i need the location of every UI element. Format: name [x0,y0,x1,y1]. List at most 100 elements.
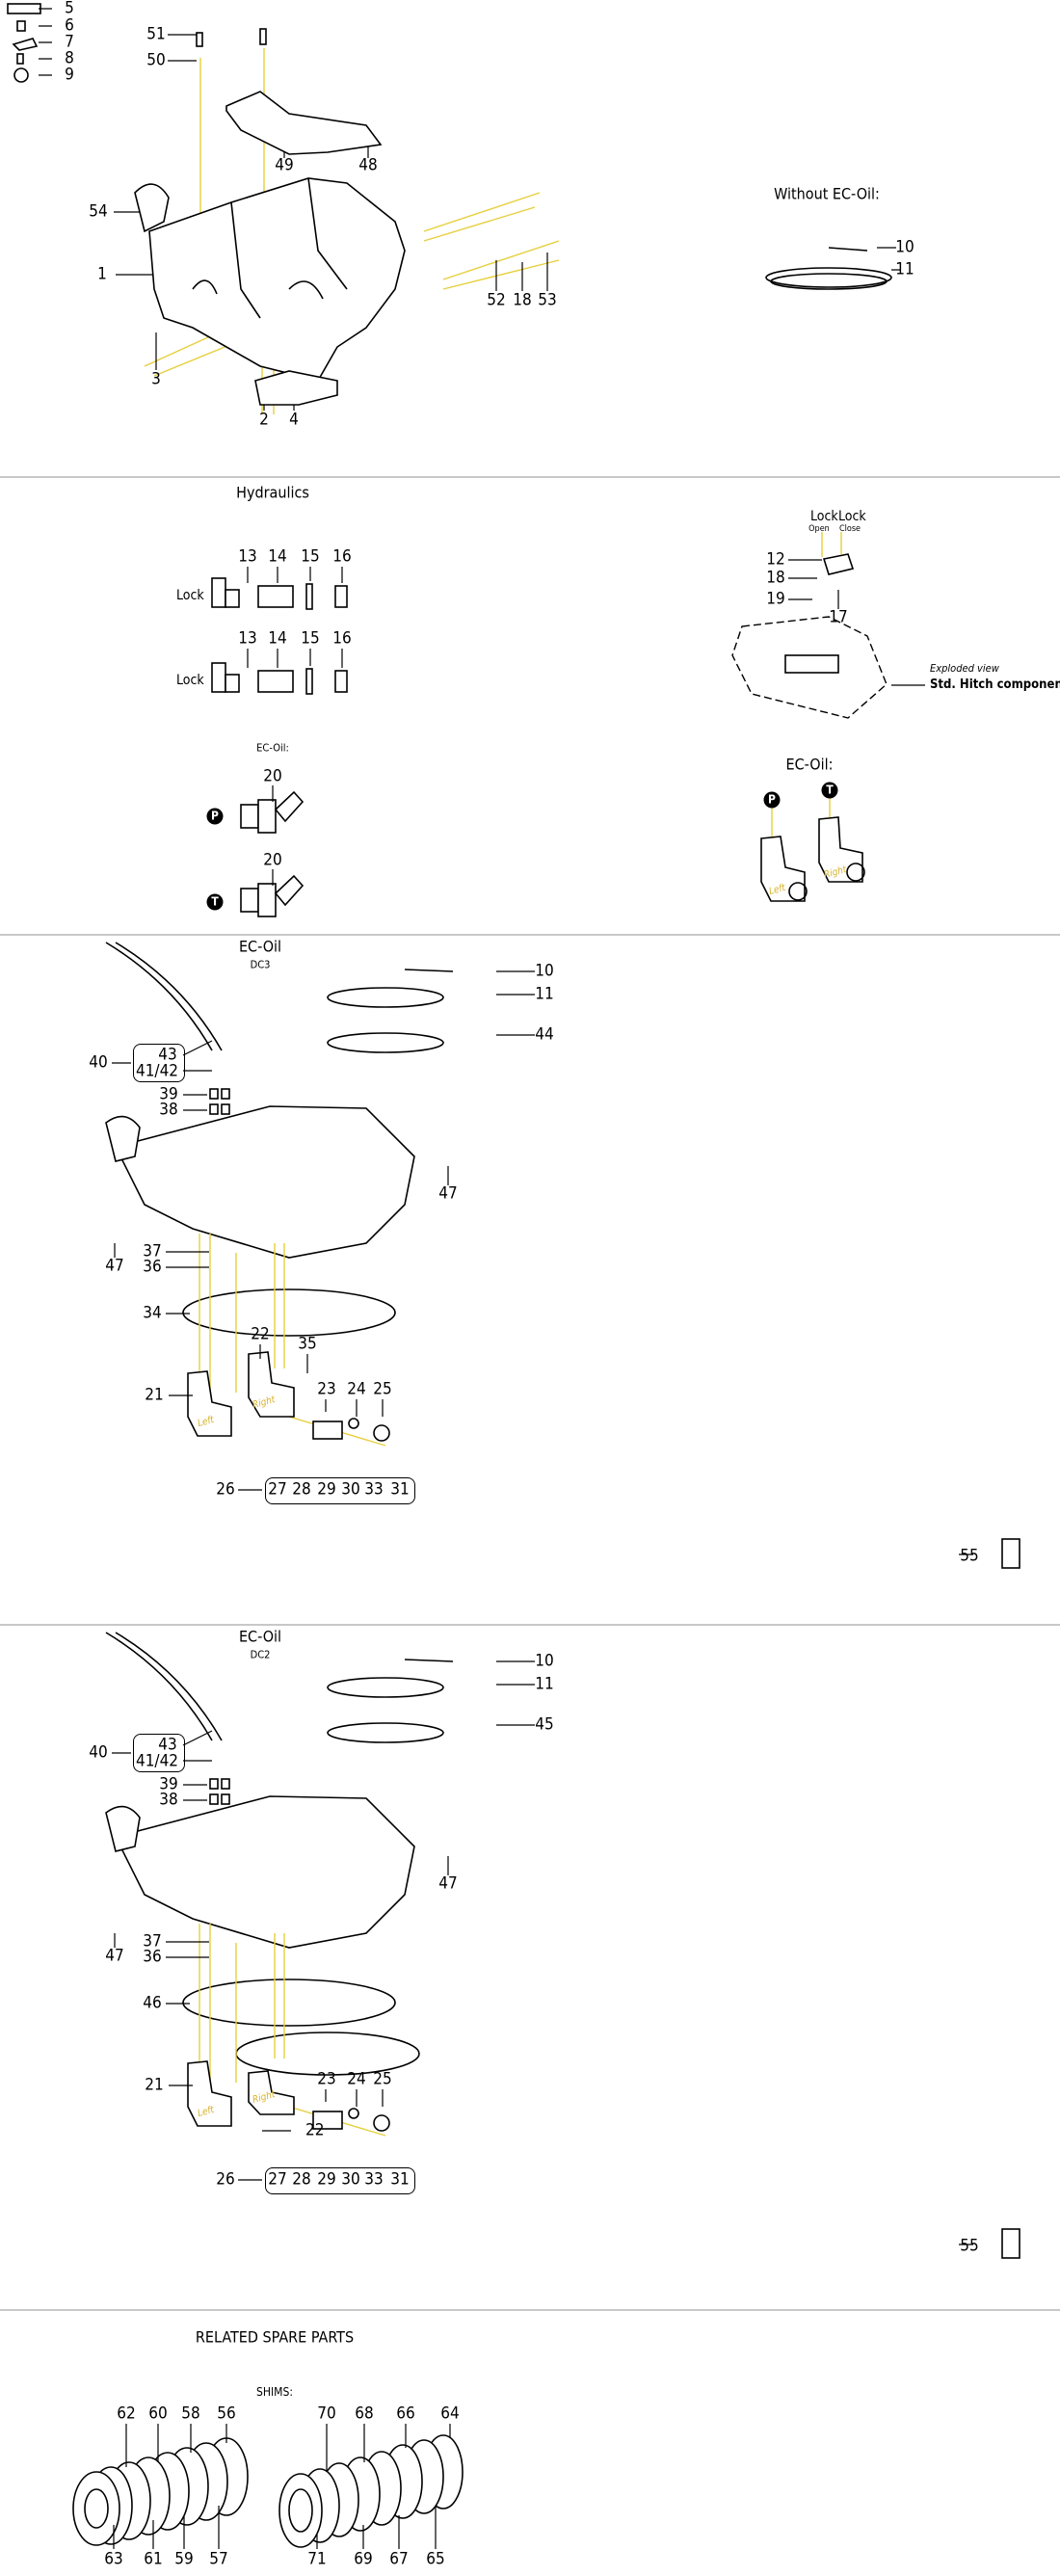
callout-46: 46 [143,1993,162,2013]
fitting-row-1 [211,567,348,610]
callout-18: 18 [513,290,532,310]
right-coupler-shape [248,2070,295,2115]
exploded-view-label: Exploded view [930,662,999,675]
hydraulics-title: Hydraulics [236,483,309,502]
callout-68: 68 [355,2403,374,2424]
callout-47: 47 [438,1873,458,1894]
callout-49: 49 [275,155,294,175]
shims-label: SHIMS: [256,2385,293,2399]
callout-70: 70 [317,2403,336,2424]
callout-24: 24 [347,1379,366,1399]
callout-20: 20 [263,850,282,870]
callout-47: 47 [105,1946,124,1966]
hitch-frame-shape [148,177,406,382]
callout-group-26-box [265,2167,415,2194]
callout-4: 4 [289,410,299,430]
callout-33: 33 [364,1479,384,1500]
ec-oil-title: EC-Oil [238,937,282,956]
ec-oil-title: EC-Oil: [785,755,834,774]
callout-11: 11 [895,259,914,279]
right-coupler-shape [248,1351,295,1418]
callout-31: 31 [390,2169,410,2190]
section-divider [0,1624,1060,1626]
lock-close-sub: Close [838,524,861,534]
callout-2: 2 [259,410,269,430]
callout-35: 35 [298,1334,317,1354]
shim-stack-right [278,2434,464,2548]
callout-11: 11 [535,984,554,1004]
callout-38: 38 [159,1790,178,1810]
part-9-shape [13,67,29,83]
callout-43: 43 [158,1045,177,1065]
callout-67: 67 [389,2549,409,2569]
cable-coil-45-shape [327,1722,444,1743]
section-divider [0,476,1060,478]
callout-5: 5 [65,0,74,18]
callout-29: 29 [317,2169,336,2190]
lock-close-label: Lock [838,509,866,524]
section-hydraulics: Hydraulics Lock 13 14 15 16 Lock 13 14 1… [0,0,1060,934]
callout-25: 25 [373,1379,392,1399]
lock-open-label: Lock [810,509,838,524]
callout-3: 3 [151,369,161,389]
hook-shape [105,1115,141,1162]
part-7-shape [12,38,39,51]
std-hitch-dashed-shape [731,616,888,719]
callout-61: 61 [144,2549,163,2569]
lock-valve-drawing [731,532,925,719]
callout-23: 23 [317,2069,336,2089]
part-8-shape [16,53,24,65]
callout-14: 14 [268,546,287,567]
cable-loop-46-shape [182,1978,396,2027]
callout-6: 6 [65,15,74,36]
callout-26: 26 [216,1479,235,1500]
section-ec-oil-dc3: EC-Oil DC3 10 11 44 40 43 41/42 39 38 47… [89,937,1020,1569]
callout-50: 50 [146,50,166,70]
callout-39: 39 [159,1774,178,1794]
callout-39: 39 [159,1084,178,1104]
callout-28: 28 [292,2169,311,2190]
bolt-shape [259,28,267,45]
callout-55: 55 [960,1546,979,1566]
callout-66: 66 [396,2403,415,2424]
section-ec-oil-dc2: EC-Oil DC2 10 11 45 40 43 41/42 39 38 47… [0,690,1060,2309]
hydraulics-drawing [211,532,925,917]
part-55-shape [1001,1538,1020,1569]
part-23-shape [312,1421,343,1440]
ec-oil-small-label: EC-Oil: [256,741,289,755]
callout-29: 29 [317,1479,336,1500]
ec-oil-title: EC-Oil [238,1627,282,1646]
hose-shape [105,1632,223,1741]
callout-47: 47 [105,1256,124,1276]
callout-10: 10 [535,961,554,981]
callout-37: 37 [143,1931,162,1952]
callout-63: 63 [104,2549,123,2569]
callout-20: 20 [263,766,282,786]
callout-41-42: 41/42 [135,1061,179,1081]
bracket-shape [254,370,338,406]
callout-40: 40 [89,1742,108,1763]
callout-54: 54 [89,201,108,222]
cable-coil-11-shape [327,987,444,1008]
callout-57: 57 [209,2549,228,2569]
hose-shape [105,942,223,1051]
callout-48: 48 [358,155,378,175]
callout-18: 18 [766,568,785,588]
callout-27: 27 [268,1479,287,1500]
callout-36: 36 [143,1947,162,1967]
callout-44: 44 [535,1024,554,1045]
callout-25: 25 [373,2069,392,2089]
shim-stack-left [72,2437,249,2546]
callout-47: 47 [438,1183,458,1204]
callout-group-40-box [133,1734,185,1772]
part-23-shape [312,2111,343,2130]
callout-21: 21 [145,1385,164,1405]
related-spare-parts-title: RELATED SPARE PARTS [195,2327,355,2347]
fitting-row-2 [211,649,348,695]
callout-21: 21 [145,2075,164,2095]
callout-52: 52 [487,290,506,310]
hitch-frame-shape [114,1795,415,1949]
callout-56: 56 [217,2403,236,2424]
